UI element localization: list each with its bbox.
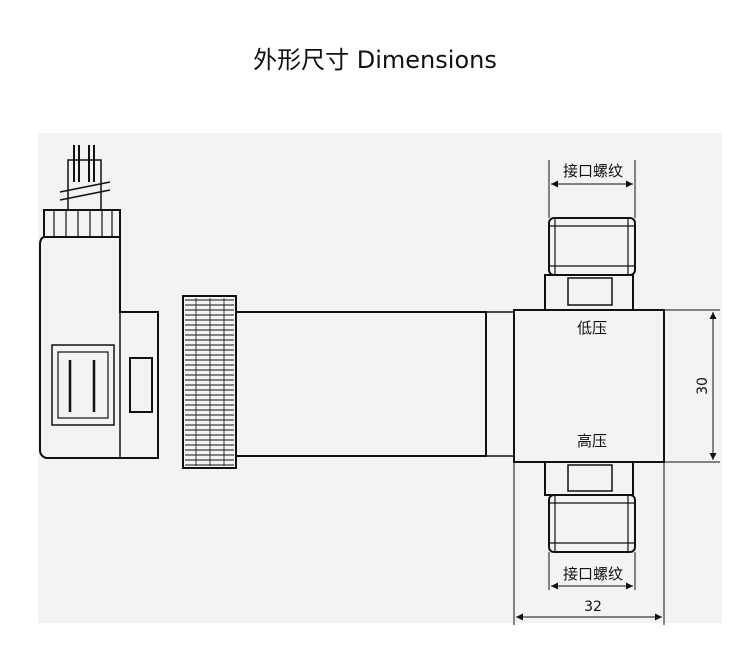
bottom-port-neck (544, 461, 634, 496)
top-port-thread (548, 217, 636, 276)
bottom-port-thread (548, 494, 636, 553)
width-value: 32 (584, 599, 602, 615)
top-thread-label: 接口螺纹 (563, 162, 623, 180)
connector-face (51, 344, 115, 426)
bottom-thread-dimension (548, 552, 636, 590)
bottom-thread-label: 接口螺纹 (563, 565, 623, 583)
top-thread-dimension (548, 160, 636, 218)
high-pressure-label: 高压 (577, 432, 607, 450)
cable-gland (43, 209, 121, 238)
cable-wires (59, 145, 111, 211)
low-pressure-label: 低压 (577, 319, 607, 337)
width-dimension (513, 462, 665, 625)
height-value: 30 (695, 377, 711, 395)
sensor-body (235, 311, 487, 457)
knurled-nut (182, 295, 237, 469)
connector-window (129, 357, 153, 413)
page-title: 外形尺寸 Dimensions (253, 46, 497, 74)
height-dimension (664, 309, 720, 463)
